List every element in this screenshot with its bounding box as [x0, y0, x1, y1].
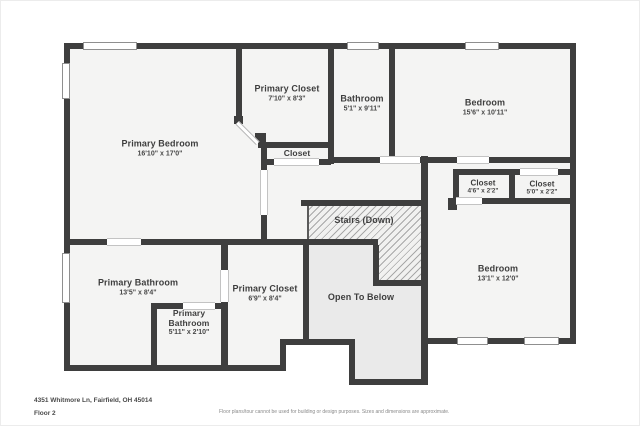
door-opening: [107, 238, 141, 246]
address-text: 4351 Whitmore Ln, Fairfield, OH 45014: [34, 397, 153, 404]
room-dims: 15'6" x 10'11": [462, 108, 508, 116]
room-label-primary-closet-upper: Primary Closet 7'10" x 8'3": [255, 83, 320, 103]
wall-segment: [373, 245, 379, 286]
wall-segment: [151, 303, 157, 365]
wall-segment: [570, 43, 576, 344]
room-label-stairs: Stairs (Down): [334, 215, 393, 226]
wall-segment: [280, 339, 354, 345]
window: [62, 253, 70, 303]
wall-segment: [64, 43, 576, 49]
wall-segment: [64, 43, 70, 371]
room-label-primary-bedroom: Primary Bedroom 16'10" x 17'0": [121, 138, 198, 158]
wall-segment: [64, 239, 109, 245]
wall-segment: [509, 169, 515, 204]
wall-segment: [318, 159, 331, 165]
wall-segment: [236, 43, 242, 121]
wall-segment: [234, 116, 243, 124]
door-opening: [220, 270, 229, 302]
wall-segment: [261, 159, 275, 165]
wall-segment: [389, 43, 395, 164]
room-name: Primary Closet: [232, 283, 298, 294]
room-fill: [67, 339, 283, 367]
room-name: Primary Bedroom: [121, 138, 199, 149]
wall-segment: [328, 43, 334, 164]
wall-segment: [349, 379, 428, 385]
window: [62, 63, 70, 99]
floor-label: Floor 2: [34, 410, 56, 417]
room-dims: 16'10" x 17'0": [137, 149, 183, 157]
room-dims: 13'1" x 12'0": [477, 274, 519, 282]
door-opening: [260, 170, 268, 215]
room-label-closet-50: Closet 5'0" x 2'2": [527, 180, 558, 197]
disclaimer-text: Floor plans/tour cannot be used for buil…: [219, 409, 450, 415]
room-name: Stairs (Down): [334, 214, 394, 225]
window: [465, 42, 499, 50]
room-dims: 7'10" x 8'3": [268, 94, 306, 102]
room-dims: 5'0" x 2'2": [526, 188, 558, 196]
open-to-below-fill: [353, 339, 423, 381]
window: [457, 337, 488, 345]
room-label-closet-46: Closet 4'6" x 2'2": [468, 179, 499, 196]
wall-segment: [221, 301, 228, 366]
wall-segment: [221, 245, 228, 271]
room-dims: 13'5" x 8'4": [119, 288, 157, 296]
wall-segment: [141, 239, 378, 245]
room-label-bedroom-upper: Bedroom 15'6" x 10'11": [463, 97, 508, 117]
room-label-primary-bathroom-small: Primary Bathroom 5'11" x 2'10": [159, 308, 219, 337]
wall-segment: [453, 169, 521, 175]
door-opening: [456, 197, 482, 205]
door-opening: [520, 168, 558, 176]
room-dims: 6'9" x 8'4": [248, 294, 282, 302]
room-name: Primary Closet: [254, 83, 320, 94]
room-name: Bedroom: [464, 97, 506, 108]
wall-segment: [280, 339, 286, 371]
room-dims: 5'1" x 9'11": [343, 104, 381, 112]
room-label-bathroom: Bathroom 5'1" x 9'11": [340, 93, 383, 113]
wall-segment: [419, 157, 458, 163]
wall-segment: [373, 280, 421, 286]
door-opening: [380, 156, 420, 164]
wall-segment: [303, 239, 309, 345]
wall-segment: [421, 156, 428, 385]
wall-segment: [421, 338, 576, 344]
room-label-primary-closet-lower: Primary Closet 6'9" x 8'4": [233, 283, 298, 303]
wall-segment: [453, 169, 459, 204]
room-name: Bathroom: [340, 93, 384, 104]
wall-segment: [214, 303, 228, 309]
room-name: Open To Below: [327, 291, 395, 302]
room-name: Closet: [283, 147, 311, 158]
room-name: Primary Bathroom: [168, 308, 210, 328]
room-name: Bedroom: [477, 263, 519, 274]
room-label-primary-bathroom: Primary Bathroom 13'5" x 8'4": [98, 277, 178, 297]
door-opening: [457, 156, 489, 164]
wall-segment: [349, 339, 355, 385]
room-label-open-to-below: Open To Below: [328, 292, 394, 303]
door-opening: [183, 302, 215, 310]
wall-segment: [328, 157, 381, 163]
wall-segment: [151, 303, 184, 309]
wall-segment: [488, 157, 576, 163]
window: [83, 42, 137, 50]
room-name: Primary Bathroom: [97, 277, 179, 288]
wall-segment: [301, 200, 428, 206]
wall-segment: [557, 169, 576, 175]
wall-segment: [448, 198, 457, 210]
room-label-hall-closet: Closet: [284, 148, 311, 159]
wall-segment: [258, 142, 331, 148]
room-name: Closet: [529, 179, 555, 189]
wall-segment: [255, 133, 266, 143]
room-dims: 5'11" x 2'10": [168, 329, 210, 336]
wall-segment: [261, 143, 267, 171]
window: [347, 42, 379, 50]
wall-segment: [481, 198, 576, 204]
room-name: Closet: [470, 178, 496, 188]
room-label-bedroom-lower: Bedroom 13'1" x 12'0": [477, 263, 518, 283]
stairs-hatch-edge: [307, 206, 309, 239]
room-dims: 4'6" x 2'2": [467, 187, 499, 195]
wall-segment: [64, 365, 286, 371]
window: [524, 337, 559, 345]
wall-segment: [261, 214, 267, 239]
door-opening: [274, 158, 319, 166]
